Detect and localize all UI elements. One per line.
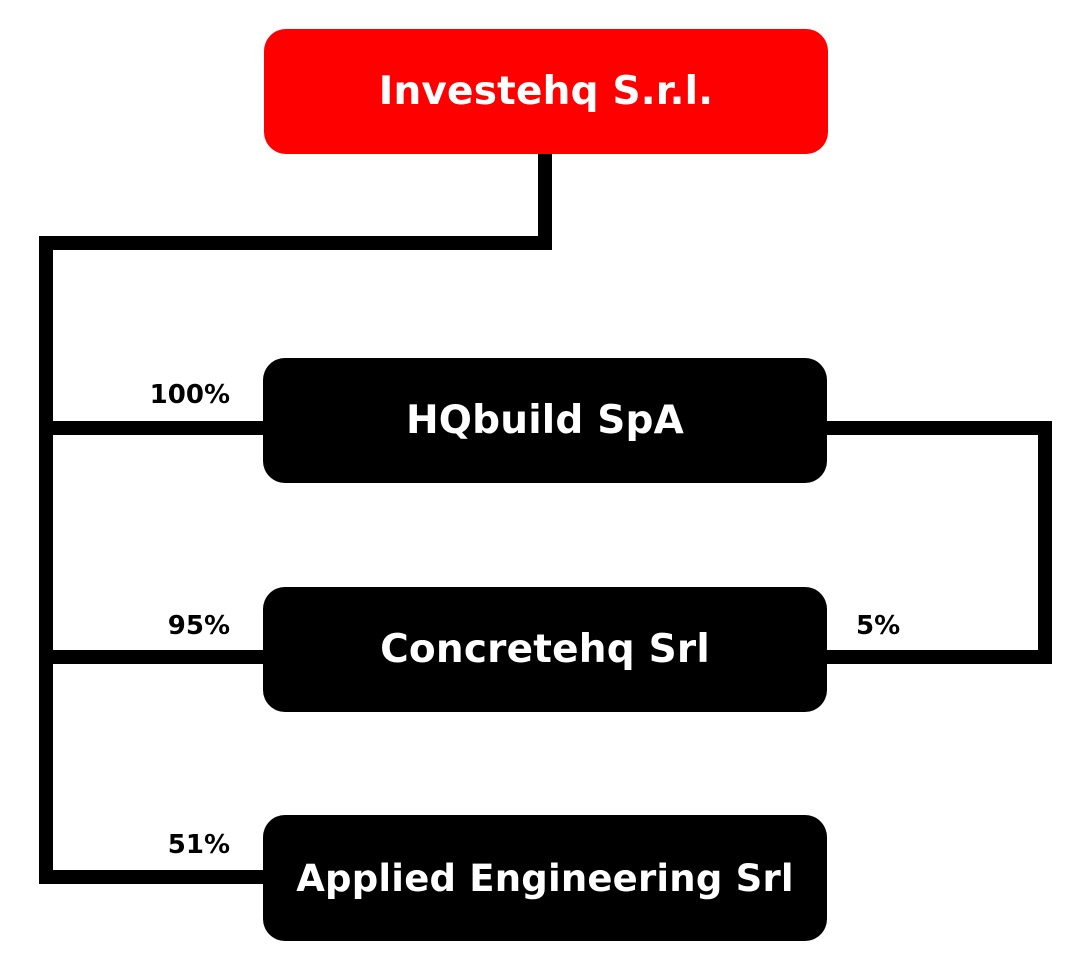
subsidiary-name-concretehq: Concretehq Srl xyxy=(380,627,710,672)
ownership-percent-hqbuild: 100% xyxy=(149,380,230,410)
parent-company-name: Investehq S.r.l. xyxy=(378,69,714,114)
subsidiary-box-hqbuild: HQbuild SpA xyxy=(263,358,827,483)
hqbuild-to-concretehq-connector xyxy=(820,421,1052,664)
ownership-percent-concretehq-by-hqbuild: 5% xyxy=(856,611,901,641)
subsidiary-name-hqbuild: HQbuild SpA xyxy=(405,398,685,443)
subsidiary-box-applied-engineering: Applied Engineering Srl xyxy=(263,815,827,941)
ownership-percent-concretehq: 95% xyxy=(167,611,230,641)
subsidiary-name-applied-engineering: Applied Engineering Srl xyxy=(296,856,794,900)
subsidiary-box-concretehq: Concretehq Srl xyxy=(263,587,827,712)
ownership-percent-applied-engineering: 51% xyxy=(167,830,230,860)
parent-connector xyxy=(39,147,552,250)
parent-company-box: Investehq S.r.l. xyxy=(264,29,828,154)
